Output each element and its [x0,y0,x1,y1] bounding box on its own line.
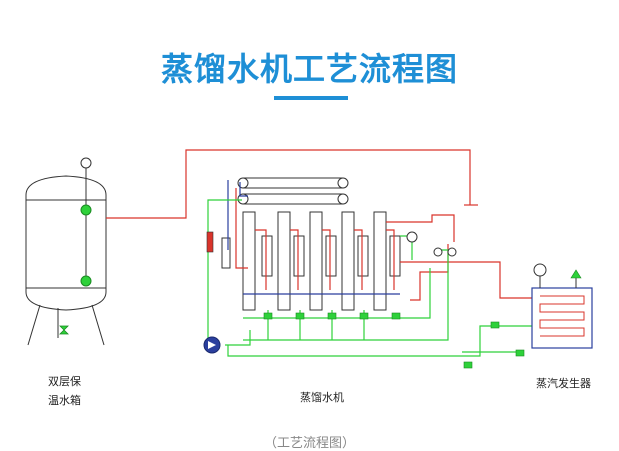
gauge-icon [433,247,443,257]
page-title: 蒸馏水机工艺流程图 [160,50,458,88]
product-water-pipe [106,149,471,219]
title-underline [274,96,348,100]
valve-icon [263,312,525,369]
tank-label-line2: 温水箱 [48,394,81,407]
tank-level-sensor-bottom [80,275,92,287]
steam-generator-label: 蒸汽发生器 [536,377,591,390]
thermometer-icon [206,231,214,253]
steam-generator [531,263,593,349]
distillation-machine [203,177,532,369]
tank-vent-icon [80,157,92,169]
caption: （工艺流程图） [263,436,355,451]
insulated-water-tank [25,175,107,346]
tank-label: 双层保 温水箱 [48,372,81,410]
safety-valve-icon [570,269,582,279]
tank-label-line1: 双层保 [48,375,81,388]
machine-label: 蒸馏水机 [300,391,344,404]
steam-gauge-icon [533,263,547,277]
gauge-icon [447,247,457,257]
gauge-icon [406,231,418,243]
tank-level-sensor-top [80,204,92,216]
tank-drain-valve-icon [59,325,69,335]
